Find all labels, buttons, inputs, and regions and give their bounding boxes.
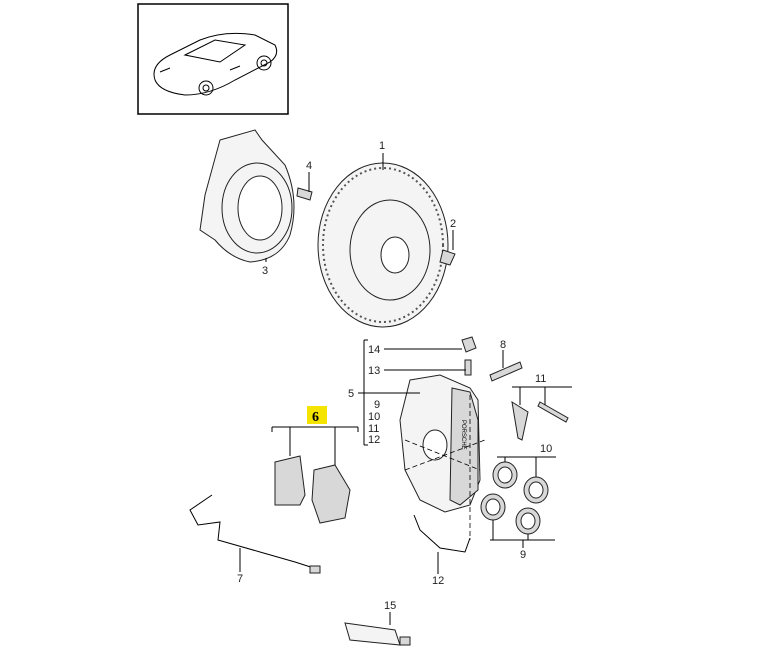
- brake-caliper[interactable]: PORSCHE: [399, 374, 481, 513]
- callout-2[interactable]: 2: [450, 218, 456, 230]
- callout-8[interactable]: 8: [500, 339, 506, 351]
- callout-13[interactable]: 13: [368, 365, 380, 377]
- callout-9[interactable]: 9: [520, 549, 526, 561]
- bolt-8[interactable]: [489, 361, 523, 382]
- callout-9-list[interactable]: 9: [374, 399, 380, 411]
- callout-6[interactable]: 6: [312, 410, 319, 425]
- callout-3[interactable]: 3: [262, 265, 268, 277]
- leader-lines: [239, 153, 572, 625]
- brake-pads-6[interactable]: [274, 455, 351, 524]
- bolt-4[interactable]: [296, 172, 313, 201]
- callout-10-list[interactable]: 10: [368, 411, 380, 423]
- vehicle-thumbnail[interactable]: [137, 3, 289, 115]
- piston-seals-10-9[interactable]: [480, 461, 549, 535]
- grease-tube-15[interactable]: [344, 622, 411, 646]
- callout-12[interactable]: 12: [432, 575, 444, 587]
- callout-5[interactable]: 5: [348, 388, 354, 400]
- callout-7[interactable]: 7: [237, 573, 243, 585]
- callout-14[interactable]: 14: [368, 344, 380, 356]
- brake-disc[interactable]: [317, 162, 449, 328]
- caliper-brand-text: PORSCHE: [460, 420, 466, 450]
- callout-12-list[interactable]: 12: [368, 434, 380, 446]
- car-illustration: [153, 32, 278, 96]
- retaining-pins-11[interactable]: [511, 400, 569, 441]
- callout-4[interactable]: 4: [306, 160, 312, 172]
- callout-11-list[interactable]: 11: [368, 423, 379, 435]
- callout-15[interactable]: 15: [384, 600, 396, 612]
- brake-line-12[interactable]: [413, 514, 471, 553]
- screw-2[interactable]: [439, 249, 456, 266]
- wear-sensor-7[interactable]: [189, 494, 321, 574]
- brake-dust-shield[interactable]: [199, 129, 295, 263]
- bleeder-valve-14[interactable]: [461, 336, 477, 353]
- callout-11[interactable]: 11: [535, 373, 546, 385]
- screw-13[interactable]: [464, 359, 472, 376]
- callout-6-highlight: [307, 406, 327, 424]
- callout-1[interactable]: 1: [379, 140, 385, 152]
- callout-10[interactable]: 10: [540, 443, 552, 455]
